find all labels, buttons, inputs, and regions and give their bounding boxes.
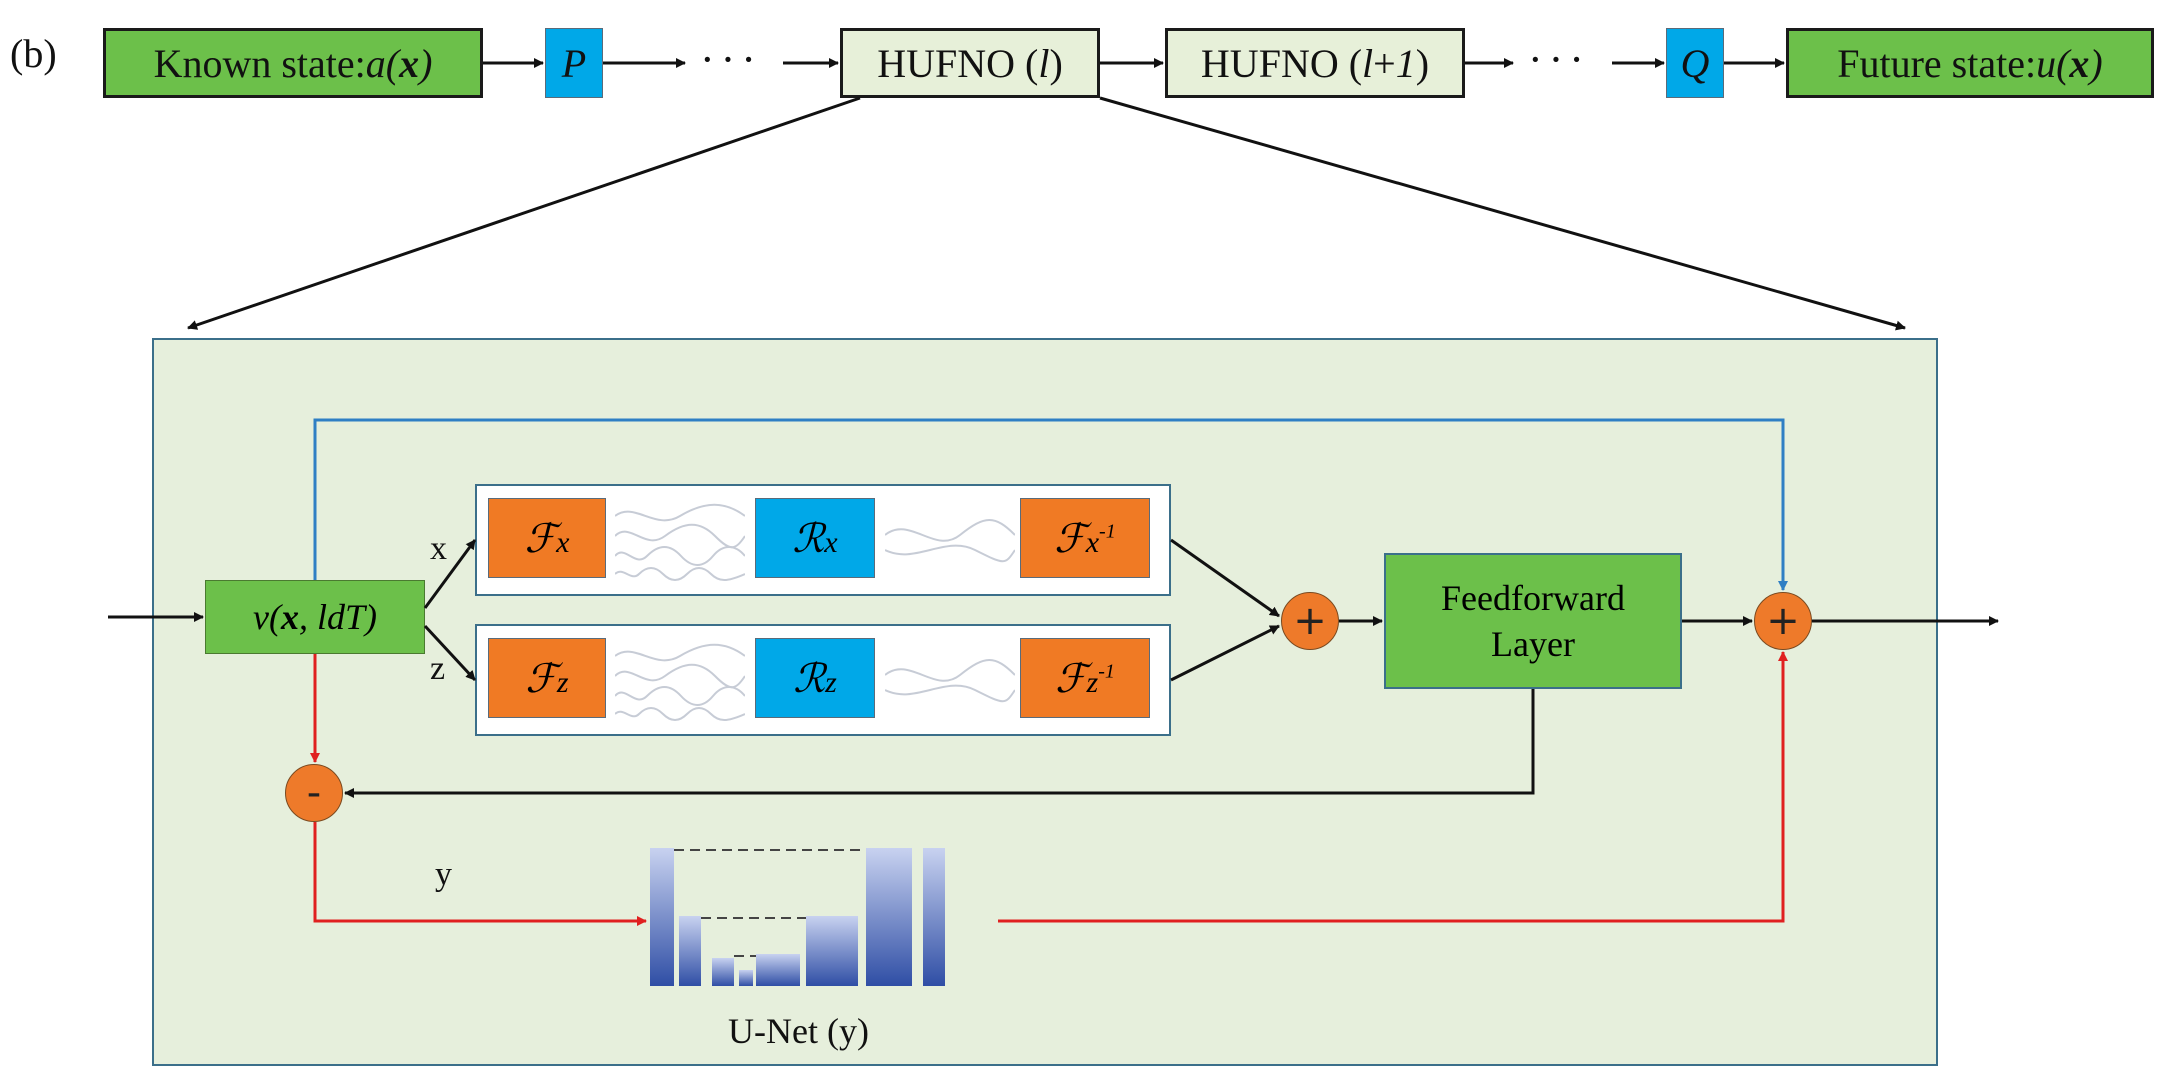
input-v-box: v(x, ldT) bbox=[205, 580, 425, 654]
fourier-x-box: ℱx bbox=[488, 498, 606, 578]
hufno-l-label: HUFNO (l) bbox=[877, 40, 1063, 86]
inverse-fourier-x-label: ℱx-1 bbox=[1054, 515, 1116, 561]
r-z-box: ℛz bbox=[755, 638, 875, 718]
q-box: Q bbox=[1666, 28, 1724, 98]
known-state-label: Known state: bbox=[153, 40, 366, 86]
arrow-v-to-fz bbox=[423, 624, 477, 682]
input-v-label: v(x, ldT) bbox=[253, 597, 377, 637]
r-x-box: ℛx bbox=[755, 498, 875, 578]
arrow-unet-to-add bbox=[998, 651, 1788, 923]
fourier-x-label: ℱx bbox=[524, 515, 570, 561]
wave-decoration-x1 bbox=[615, 503, 745, 581]
feedforward-label-line2: Layer bbox=[1491, 624, 1575, 664]
branch-y-label: y bbox=[435, 856, 452, 893]
inverse-fourier-z-label: ℱz-1 bbox=[1055, 655, 1115, 701]
add-operator-output: + bbox=[1754, 592, 1812, 650]
inverse-fourier-x-box: ℱx-1 bbox=[1020, 498, 1150, 578]
inverse-fourier-z-box: ℱz-1 bbox=[1020, 638, 1150, 718]
future-state-math: u(x) bbox=[2036, 40, 2103, 86]
arrow-fx-to-add bbox=[1170, 538, 1280, 618]
arrow-fz-to-add bbox=[1170, 624, 1280, 682]
dots-right: ··· bbox=[1528, 35, 1590, 84]
arrow-ff-to-subtract bbox=[344, 689, 1535, 798]
p-box: P bbox=[545, 28, 603, 98]
r-x-label: ℛx bbox=[792, 515, 838, 561]
arrow-subtract-to-unet bbox=[313, 822, 647, 926]
branch-z-label: z bbox=[430, 650, 446, 687]
fourier-z-label: ℱz bbox=[525, 655, 569, 701]
wave-decoration-z1 bbox=[615, 643, 745, 721]
wave-decoration-z2 bbox=[885, 659, 1015, 703]
zoom-line-left bbox=[187, 96, 861, 330]
zoom-line-right bbox=[1099, 96, 1906, 331]
skip-connection-blue bbox=[313, 418, 1788, 591]
branch-x-label: x bbox=[430, 530, 447, 567]
unet-label: U-Net (y) bbox=[728, 1011, 869, 1051]
wave-decoration-x2 bbox=[885, 519, 1015, 563]
future-state-box: Future state: u(x) bbox=[1786, 28, 2154, 98]
dots-left: ··· bbox=[700, 35, 762, 84]
hufno-l1-box: HUFNO (l+1) bbox=[1165, 28, 1465, 98]
panel-label: (b) bbox=[10, 31, 57, 76]
add-operator-fourier: + bbox=[1281, 592, 1339, 650]
feedforward-label-line1: Feedforward bbox=[1441, 578, 1625, 618]
hufno-l-box: HUFNO (l) bbox=[840, 28, 1100, 98]
subtract-operator: - bbox=[285, 764, 343, 822]
r-z-label: ℛz bbox=[793, 655, 837, 701]
future-state-label: Future state: bbox=[1837, 40, 2037, 86]
known-state-math: a(x) bbox=[365, 40, 433, 86]
hufno-l1-label: HUFNO (l+1) bbox=[1200, 40, 1430, 86]
known-state-box: Known state: a(x) bbox=[103, 28, 483, 98]
arrow-v-to-fx bbox=[423, 539, 477, 609]
feedforward-layer-box: Feedforward Layer bbox=[1384, 553, 1682, 689]
unet-icon bbox=[650, 848, 945, 986]
fourier-z-box: ℱz bbox=[488, 638, 606, 718]
